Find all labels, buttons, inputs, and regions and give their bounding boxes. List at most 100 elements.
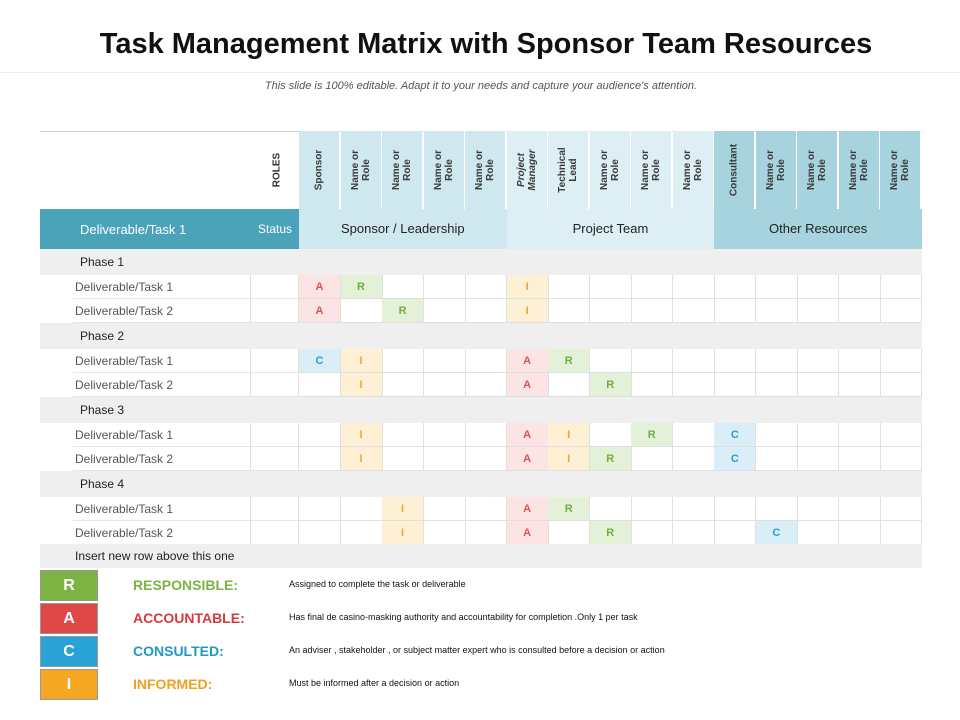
raci-cell[interactable] — [299, 373, 341, 397]
raci-cell[interactable] — [423, 373, 466, 397]
raci-cell[interactable] — [755, 299, 798, 323]
raci-cell[interactable] — [714, 275, 757, 299]
raci-cell[interactable] — [838, 275, 881, 299]
raci-cell[interactable] — [589, 497, 632, 521]
raci-cell[interactable] — [797, 349, 840, 373]
raci-cell[interactable]: C — [755, 521, 798, 545]
raci-cell[interactable]: R — [340, 275, 383, 299]
raci-cell[interactable] — [880, 299, 923, 323]
raci-cell[interactable] — [672, 521, 715, 545]
raci-cell[interactable]: A — [299, 299, 341, 323]
raci-cell[interactable] — [838, 447, 881, 471]
raci-cell[interactable] — [755, 275, 798, 299]
raci-cell[interactable] — [382, 275, 425, 299]
raci-cell[interactable] — [755, 349, 798, 373]
raci-cell[interactable] — [423, 349, 466, 373]
raci-cell[interactable]: A — [506, 447, 549, 471]
raci-cell[interactable] — [548, 275, 591, 299]
raci-cell[interactable] — [672, 275, 715, 299]
raci-cell[interactable] — [838, 497, 881, 521]
raci-cell[interactable] — [465, 275, 508, 299]
raci-cell[interactable]: A — [506, 349, 549, 373]
raci-cell[interactable] — [382, 349, 425, 373]
raci-cell[interactable] — [340, 299, 383, 323]
raci-cell[interactable] — [423, 521, 466, 545]
raci-cell[interactable]: I — [382, 521, 425, 545]
raci-cell[interactable] — [880, 349, 923, 373]
raci-cell[interactable] — [880, 497, 923, 521]
raci-cell[interactable]: R — [589, 521, 632, 545]
status-cell[interactable] — [250, 521, 299, 545]
raci-cell[interactable] — [299, 447, 341, 471]
raci-cell[interactable] — [714, 349, 757, 373]
raci-cell[interactable]: R — [382, 299, 425, 323]
raci-cell[interactable] — [423, 299, 466, 323]
raci-cell[interactable] — [589, 423, 632, 447]
raci-cell[interactable]: I — [506, 299, 549, 323]
raci-cell[interactable] — [672, 373, 715, 397]
raci-cell[interactable] — [838, 299, 881, 323]
status-cell[interactable] — [250, 299, 299, 323]
raci-cell[interactable] — [548, 521, 591, 545]
raci-cell[interactable] — [672, 497, 715, 521]
status-cell[interactable] — [250, 275, 299, 299]
raci-cell[interactable] — [880, 275, 923, 299]
raci-cell[interactable] — [631, 299, 674, 323]
raci-cell[interactable] — [880, 521, 923, 545]
raci-cell[interactable] — [672, 447, 715, 471]
raci-cell[interactable] — [465, 373, 508, 397]
raci-cell[interactable]: I — [340, 373, 383, 397]
raci-cell[interactable] — [797, 447, 840, 471]
raci-cell[interactable] — [797, 275, 840, 299]
raci-cell[interactable] — [797, 423, 840, 447]
raci-cell[interactable] — [423, 497, 466, 521]
raci-cell[interactable] — [838, 423, 881, 447]
raci-cell[interactable]: C — [714, 423, 757, 447]
raci-cell[interactable] — [880, 447, 923, 471]
raci-cell[interactable] — [631, 349, 674, 373]
raci-cell[interactable]: R — [589, 447, 632, 471]
raci-cell[interactable] — [465, 447, 508, 471]
raci-cell[interactable] — [423, 423, 466, 447]
raci-cell[interactable] — [714, 373, 757, 397]
raci-cell[interactable] — [631, 521, 674, 545]
raci-cell[interactable] — [299, 423, 341, 447]
status-cell[interactable] — [250, 349, 299, 373]
raci-cell[interactable] — [714, 497, 757, 521]
raci-cell[interactable]: I — [340, 447, 383, 471]
raci-cell[interactable] — [631, 373, 674, 397]
raci-cell[interactable] — [589, 275, 632, 299]
raci-cell[interactable]: C — [299, 349, 341, 373]
raci-cell[interactable] — [797, 521, 840, 545]
raci-cell[interactable] — [755, 423, 798, 447]
raci-cell[interactable] — [465, 349, 508, 373]
raci-cell[interactable] — [672, 299, 715, 323]
raci-cell[interactable] — [631, 497, 674, 521]
raci-cell[interactable]: A — [506, 521, 549, 545]
raci-cell[interactable]: R — [548, 497, 591, 521]
raci-cell[interactable] — [465, 423, 508, 447]
raci-cell[interactable]: R — [631, 423, 674, 447]
raci-cell[interactable] — [755, 373, 798, 397]
raci-cell[interactable] — [672, 423, 715, 447]
raci-cell[interactable] — [631, 275, 674, 299]
raci-cell[interactable]: A — [506, 423, 549, 447]
raci-cell[interactable] — [465, 521, 508, 545]
raci-cell[interactable]: R — [548, 349, 591, 373]
raci-cell[interactable] — [465, 497, 508, 521]
raci-cell[interactable]: C — [714, 447, 757, 471]
raci-cell[interactable]: A — [506, 497, 549, 521]
raci-cell[interactable] — [631, 447, 674, 471]
raci-cell[interactable] — [340, 497, 383, 521]
status-cell[interactable] — [250, 373, 299, 397]
raci-cell[interactable]: I — [340, 349, 383, 373]
raci-cell[interactable]: I — [340, 423, 383, 447]
raci-cell[interactable] — [755, 447, 798, 471]
